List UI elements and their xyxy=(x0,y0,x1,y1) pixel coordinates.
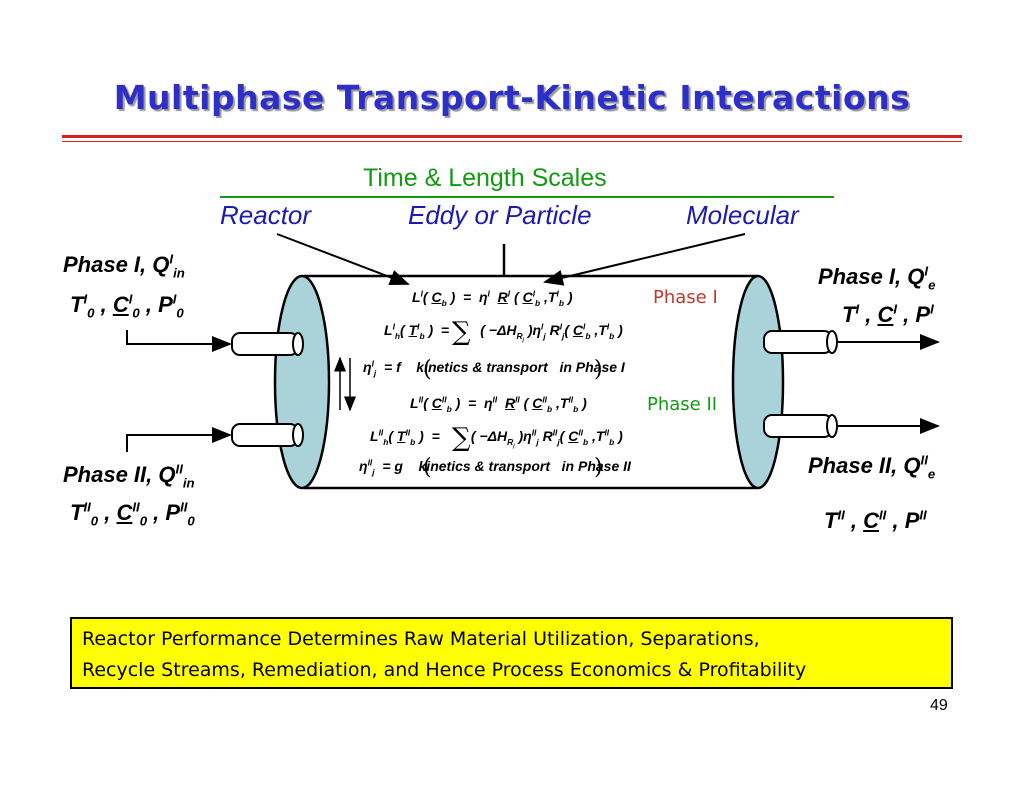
inlet-phase1-flow: Phase I, QIin xyxy=(63,251,185,281)
scales-divider xyxy=(220,196,834,198)
equation-energy-balance-phase2: LIIh( TIIb ) = ( −ΔHRj )ηIIj RIIj( CIIb … xyxy=(370,427,623,450)
inlet-flow-arrow-phase1 xyxy=(126,330,232,352)
inlet-phase1-state: TI0 , CI0 , PI0 xyxy=(70,291,184,321)
outlet-phase1-flow: Phase I, QIe xyxy=(818,263,936,293)
svg-text:): ) xyxy=(594,455,603,480)
inlet-flow-arrow-phase2 xyxy=(126,427,232,452)
outlet-nozzle-phase2 xyxy=(763,414,833,438)
summary-line-1: Reactor Performance Determines Raw Mater… xyxy=(82,628,760,650)
scale-label-eddy: Eddy or Particle xyxy=(408,200,592,230)
phase1-tag: Phase I xyxy=(653,287,718,308)
summary-banner: Reactor Performance Determines Raw Mater… xyxy=(70,617,953,689)
page-number: 49 xyxy=(930,697,948,714)
reactor-outlet-cap xyxy=(731,274,785,490)
reactor-inlet-cap xyxy=(273,274,331,490)
equation-effectiveness-phase1: ηIj = f kinetics & transport in Phase I xyxy=(363,358,625,378)
equation-effectiveness-phase2: ηIIj = g kinetics & transport in Phase I… xyxy=(359,457,631,477)
title-underline-thin xyxy=(62,141,962,142)
inlet-phase2-state: TII0 , CII0 , PII0 xyxy=(70,499,195,529)
slide-title: Multiphase Transport-Kinetic Interaction… xyxy=(113,78,911,117)
equation-mass-balance-phase2: LII( CIIb ) = ηII RII ( CIIb ,TIIb ) xyxy=(410,394,587,414)
inlet-nozzle-phase1 xyxy=(231,332,299,356)
molecular-scale-arrow xyxy=(543,233,746,286)
outlet-phase1-state: TI , CI , PI xyxy=(842,301,934,327)
outlet-phase2-flow: Phase II, QIIe xyxy=(808,452,936,482)
scale-label-reactor: Reactor xyxy=(220,200,312,230)
svg-text:(: ( xyxy=(423,357,432,382)
inlet-phase2-flow: Phase II, QIIin xyxy=(63,461,195,491)
summary-line-2: Recycle Streams, Remediation, and Hence … xyxy=(82,659,807,681)
sum-symbol-phase1: ∑ xyxy=(452,317,471,347)
sum-symbol-phase2: ∑ xyxy=(452,423,471,453)
scales-heading: Time & Length Scales xyxy=(363,164,607,192)
title-underline xyxy=(62,135,962,138)
phase2-tag: Phase II xyxy=(647,394,718,415)
inlet-nozzle-phase2 xyxy=(231,423,299,447)
equation-mass-balance-phase1: LI( Cb ) = ηI RI ( CIb ,TIb ) xyxy=(412,288,573,308)
svg-text:(: ( xyxy=(423,455,432,480)
outlet-phase2-state: TII , CII , PII xyxy=(824,507,927,533)
equation-energy-balance-phase1: LIh( TIb ) = ( −ΔHRj )ηIj RIj( CIb ,TIb … xyxy=(384,321,623,344)
outlet-nozzle-phase1 xyxy=(763,330,833,354)
scale-label-molecular: Molecular xyxy=(686,200,799,230)
svg-text:): ) xyxy=(594,357,603,382)
